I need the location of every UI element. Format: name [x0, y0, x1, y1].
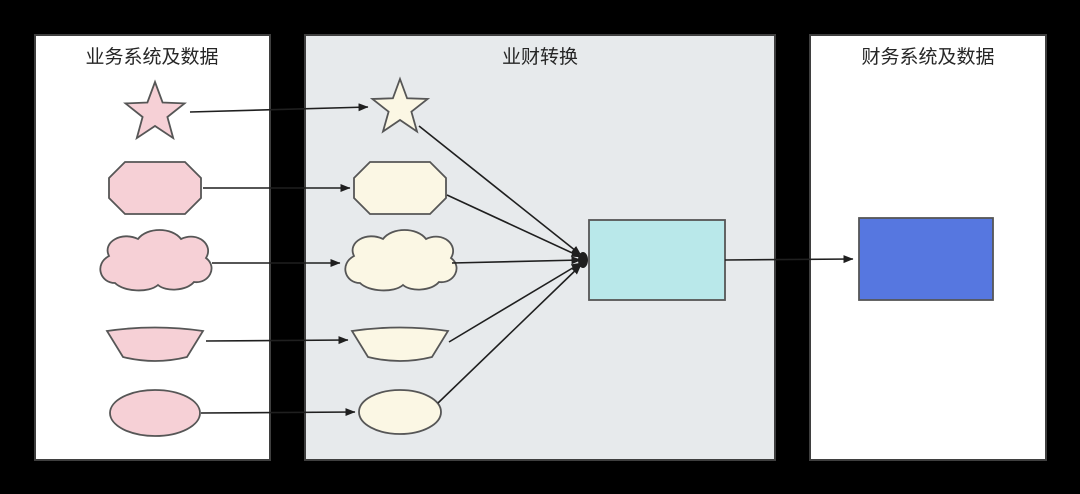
source-ellipse-shape [109, 389, 201, 437]
convergence-point [578, 252, 588, 268]
arrow-cloud-to-converter [451, 256, 582, 265]
conversion-octagon-shape [353, 161, 447, 215]
source-cloud-shape [99, 229, 213, 292]
source-panel-title: 业务系统及数据 [85, 46, 218, 68]
result-box [858, 217, 994, 301]
arrow-star-to-star [189, 103, 369, 113]
arrow-ellipse-to-ellipse [200, 408, 356, 417]
finance-panel-title: 财务系统及数据 [861, 46, 994, 68]
converter-box [588, 219, 726, 301]
arrow-trapezoid-to-trapezoid [205, 336, 349, 345]
source-octagon-shape [108, 161, 202, 215]
source-star-shape [123, 79, 187, 141]
arrow-octagon-to-converter [446, 194, 582, 258]
arrow-converter-to-result [724, 255, 854, 264]
conversion-trapezoid-shape [350, 326, 450, 362]
source-trapezoid-shape [105, 326, 205, 362]
arrow-trapezoid-to-converter [448, 262, 582, 343]
arrow-star-to-converter [418, 125, 582, 256]
conversion-panel-title: 业财转换 [502, 46, 578, 68]
conversion-star-shape [369, 76, 431, 134]
arrow-ellipse-to-converter [437, 264, 582, 404]
conversion-cloud-shape [344, 229, 458, 292]
conversion-ellipse-shape [358, 389, 442, 435]
